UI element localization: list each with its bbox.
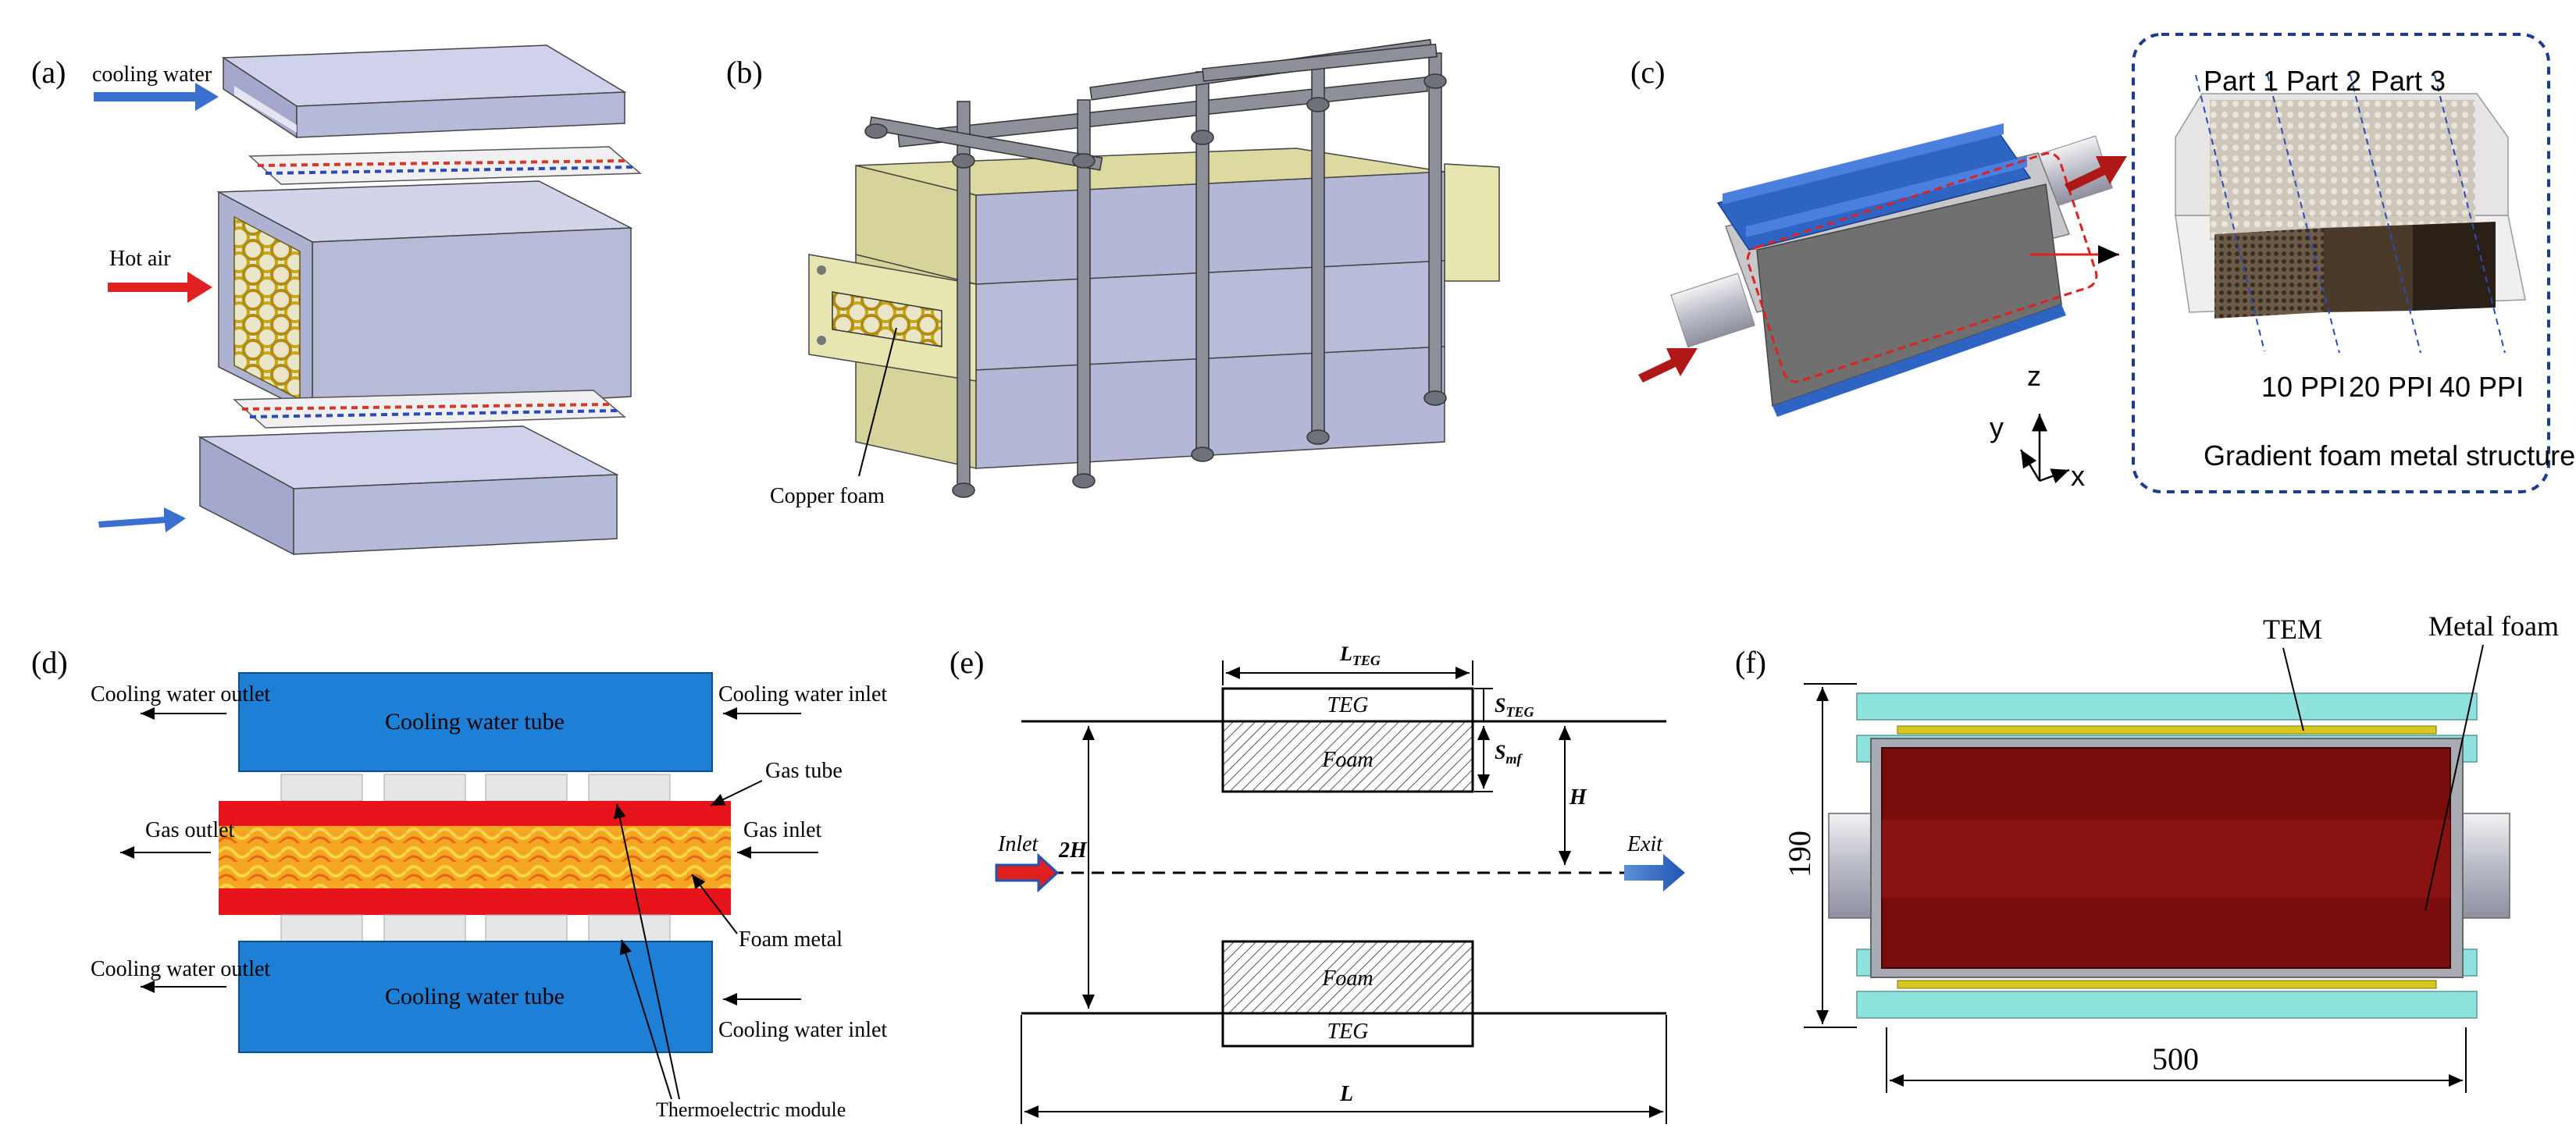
bottom-te-plate (233, 390, 626, 429)
panel-e: (e) TEG Foam Foam TEG LTEG STEG Smf H 2H… (950, 642, 1685, 1124)
metal-foam-label: Metal foam (2428, 610, 2559, 642)
tem-label: TEM (2263, 614, 2322, 645)
top-te-plate (248, 146, 642, 185)
l-teg-label: LTEG (1339, 642, 1381, 668)
teg-device (1638, 123, 2127, 417)
h-label: H (1569, 785, 1587, 810)
panel-a: (a) cooling water Hot air (31, 44, 642, 556)
axis-x-label: x (2071, 460, 2085, 492)
l-label: L (1339, 1082, 1353, 1106)
back-flange (1444, 163, 1500, 282)
axis-y-label: y (1990, 411, 2004, 443)
part1-label: Part 1 (2204, 65, 2278, 97)
ppi40-label: 40 PPI (2439, 371, 2524, 403)
panel-c-label: (c) (1630, 55, 1665, 90)
cw-outlet-bottom-label: Cooling water outlet (91, 957, 270, 981)
tem-leader (2282, 647, 2304, 731)
inlet-arrow-c (1638, 348, 1698, 383)
gas-tube-label: Gas tube (765, 759, 843, 783)
cw-inlet-top-label: Cooling water inlet (718, 682, 887, 706)
exit-arrow-e (1624, 854, 1685, 892)
s-mf-label: Smf (1495, 741, 1523, 767)
panel-e-label: (e) (950, 645, 984, 680)
foam-metal-region (219, 826, 731, 888)
panel-c: (c) z y x (1630, 33, 2575, 493)
inlet-label: Inlet (997, 832, 1039, 856)
teg-top-label: TEG (1327, 693, 1369, 717)
inlet-pipe (1828, 813, 1873, 919)
hot-air-arrow (108, 272, 212, 303)
gradient-foam-block (2175, 74, 2526, 354)
tem-strips (1897, 725, 2437, 989)
copper-foam-leader (858, 327, 897, 477)
copper-foam-insert (832, 291, 942, 347)
outlet-arrow-c (2065, 156, 2127, 192)
axis-z-label: z (2027, 360, 2041, 392)
teg-bottom-label: TEG (1327, 1020, 1369, 1044)
top-cooling-channel (221, 44, 627, 139)
cooling-tube-bottom-label: Cooling water tube (385, 984, 565, 1009)
cooling-water-label: cooling water (92, 62, 212, 87)
outlet-pipe (2460, 813, 2510, 919)
height-190-label: 190 (1782, 831, 1817, 877)
exit-label: Exit (1626, 832, 1663, 856)
cw-outlet-top-label: Cooling water outlet (91, 682, 270, 706)
foam-bottom-label: Foam (1321, 966, 1373, 991)
metal-foam-leader (2425, 644, 2484, 911)
cw-inlet-bottom-label: Cooling water inlet (718, 1018, 887, 1042)
cooling-tube-bottom (238, 941, 713, 1053)
hot-air-channel (216, 180, 633, 415)
part2-label: Part 2 (2286, 65, 2361, 97)
ppi10-label: 10 PPI (2261, 371, 2346, 403)
length-500-label: 500 (2152, 1041, 2199, 1077)
foam-metal-label: Foam metal (739, 927, 843, 952)
panel-d: (d) Cooling water tube Cooling water tub… (31, 645, 887, 1121)
front-flange (808, 254, 977, 382)
panel-f: (f) TEM Metal foam 190 500 (1735, 610, 2559, 1093)
gradient-foam-caption: Gradient foam metal structure (2204, 440, 2575, 472)
teg-bottom-box (1221, 1012, 1474, 1048)
zoom-box (2132, 33, 2550, 493)
te-modules-bottom (280, 914, 671, 942)
clamp-frames (868, 38, 1442, 493)
cooling-tube-top-label: Cooling water tube (385, 709, 565, 735)
axis-triad (2019, 414, 2070, 484)
panel-b: (b) (726, 38, 1500, 508)
cooling-water-arrow-top (94, 83, 219, 111)
panel-d-label: (d) (31, 645, 68, 680)
foam-bottom-box (1221, 940, 1474, 1015)
bolt-heads (864, 73, 1447, 498)
panel-b-label: (b) (726, 55, 763, 90)
panel-f-label: (f) (1735, 645, 1766, 680)
ppi20-label: 20 PPI (2349, 371, 2433, 403)
thermoelectric-module-label: Thermoelectric module (656, 1098, 846, 1121)
s-teg-label: STEG (1495, 694, 1534, 720)
teg-top-box (1221, 687, 1474, 723)
foam-top-label: Foam (1321, 748, 1373, 772)
te-modules-top (280, 774, 671, 802)
bottom-cooling-channel (198, 425, 619, 556)
foam-top-box (1221, 720, 1474, 793)
panel-a-label: (a) (31, 55, 66, 90)
cooling-water-arrow-bottom (98, 507, 186, 532)
gas-inlet-label: Gas inlet (743, 818, 822, 842)
cooling-tube-top (238, 672, 713, 772)
inlet-arrow-e (995, 852, 1060, 893)
hot-air-label: Hot air (109, 247, 171, 271)
part3-label: Part 3 (2371, 65, 2446, 97)
foam-region-highlight (1746, 151, 2098, 383)
gas-outlet-label: Gas outlet (145, 818, 235, 842)
copper-foam-label: Copper foam (770, 484, 885, 508)
two-h-label: 2H (1058, 838, 1088, 863)
